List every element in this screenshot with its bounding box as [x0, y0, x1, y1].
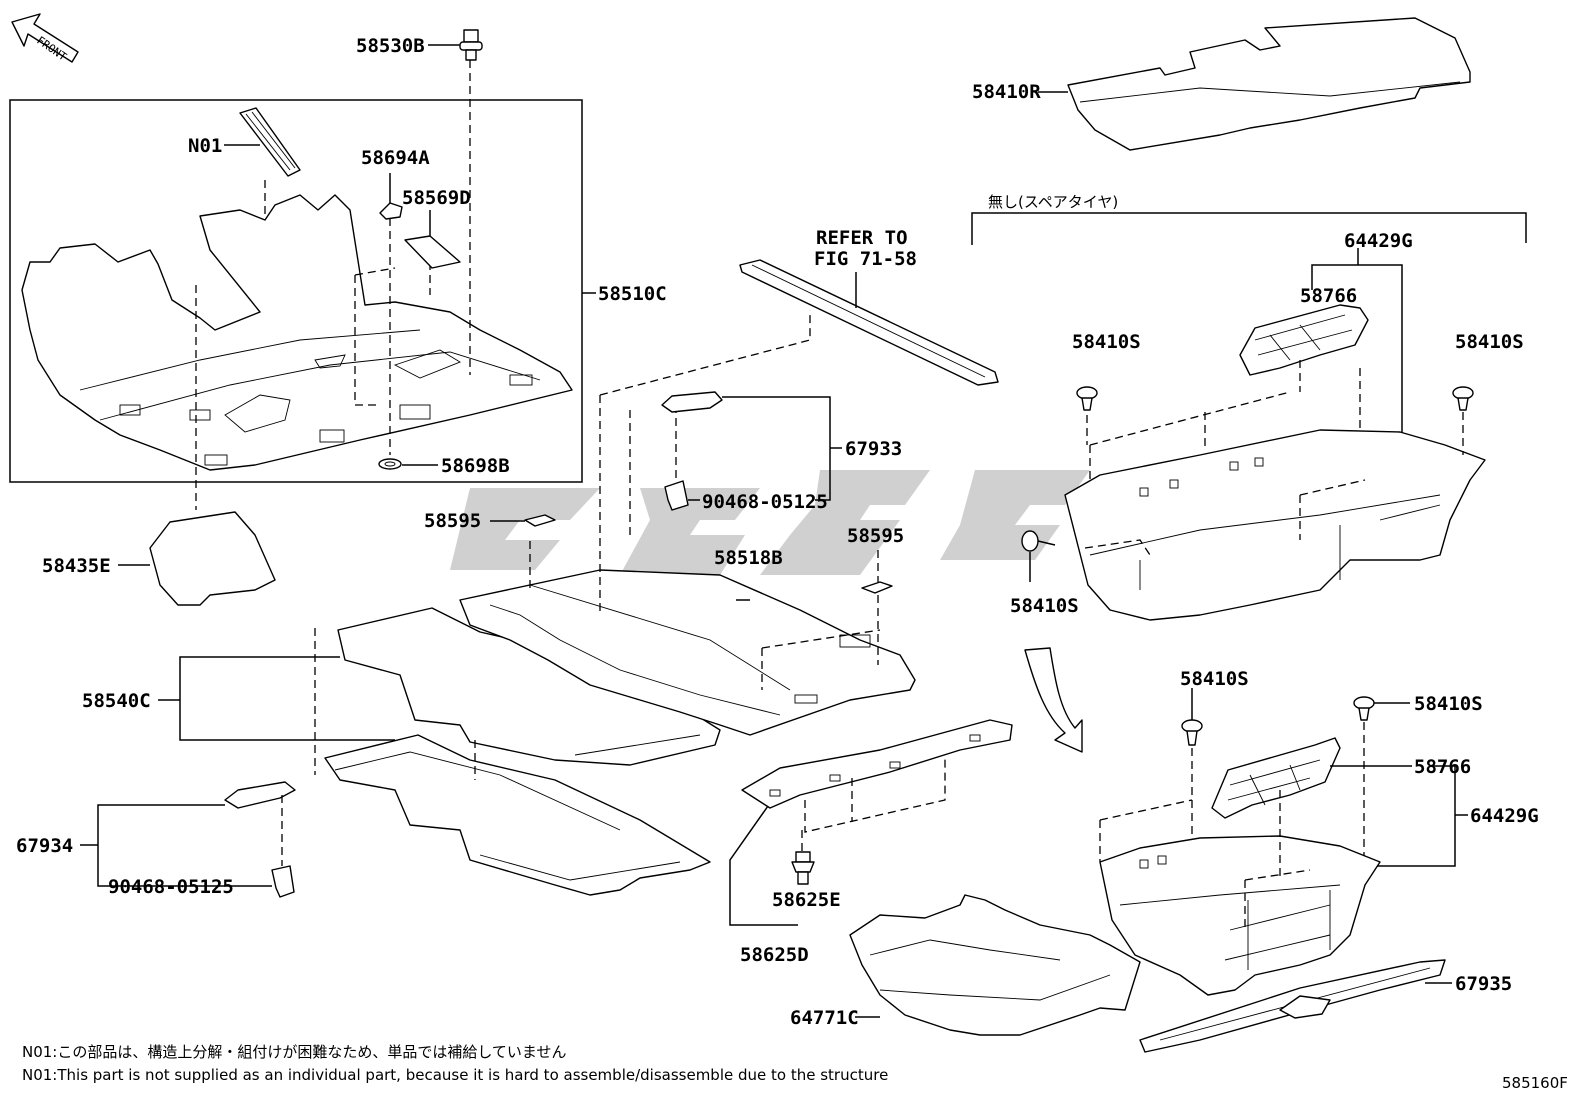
rear-scuff-plate-67935-part [1139, 959, 1446, 1053]
clip-58410s-d-part [1181, 719, 1203, 746]
label-58410s-d: 58410S [1180, 668, 1249, 690]
cover-58766-bottom-part [1211, 737, 1341, 819]
label-58410s-b: 58410S [1455, 331, 1524, 353]
rear-floor-mat-lower-part [324, 734, 711, 896]
curved-arrow-icon [1024, 647, 1083, 753]
clip-58530b-part [459, 29, 483, 61]
clip-58410s-c-part [1021, 530, 1056, 552]
rear-sill-trim-58625d-part [741, 719, 1013, 809]
label-no-spare-tire: 無し(スペアタイヤ) [988, 193, 1118, 211]
front-floor-carpet-part [21, 194, 573, 471]
label-58766-top: 58766 [1300, 285, 1357, 307]
silencer-58435e-part [149, 511, 276, 606]
label-58694a: 58694A [361, 147, 430, 169]
label-58510c: 58510C [598, 283, 667, 305]
note-japanese: N01:この部品は、構造上分解・組付けが困難なため、単品では補給していません [22, 1043, 566, 1061]
bracket-67934-part [224, 781, 296, 809]
label-58766-bottom: 58766 [1414, 756, 1471, 778]
clip-90468-mid-part [664, 480, 689, 511]
label-58698b: 58698B [441, 455, 510, 477]
label-58625e: 58625E [772, 889, 841, 911]
bracket-67933-part [661, 391, 723, 413]
label-67934: 67934 [16, 835, 73, 857]
label-fig-71-58: FIG 71-58 [814, 248, 917, 270]
luggage-tray-lower-part [1099, 835, 1381, 996]
floor-carpet-group-box [9, 99, 583, 483]
label-67933: 67933 [845, 438, 902, 460]
scuff-plate-strip-part [739, 259, 999, 386]
note-english: N01:This part is not supplied as an indi… [22, 1066, 888, 1084]
label-64771c: 64771C [790, 1007, 859, 1029]
label-64429g-top: 64429G [1344, 230, 1413, 252]
clip-58410s-b-part [1452, 386, 1474, 411]
label-58569d: 58569D [402, 187, 471, 209]
pad-58595-left-part [524, 514, 556, 527]
label-58540c: 58540C [82, 690, 151, 712]
deck-board-58410r-part [1067, 17, 1471, 151]
pad-58595-right-part [861, 581, 893, 594]
spare-tire-tray-64771c-part [849, 894, 1141, 1036]
rear-deck-floor-part [459, 569, 916, 736]
label-64429g-bottom: 64429G [1470, 805, 1539, 827]
pedal-pad-part [239, 107, 301, 177]
label-58410s-e: 58410S [1414, 693, 1483, 715]
label-58410r: 58410R [972, 81, 1041, 103]
label-refer-to: REFER TO [816, 227, 908, 249]
label-58410s-c: 58410S [1010, 595, 1079, 617]
label-67935: 67935 [1455, 973, 1512, 995]
label-n01: N01 [188, 135, 222, 157]
label-58595-right: 58595 [847, 525, 904, 547]
watermark-logo [450, 470, 1090, 600]
label-90468-mid: 90468-05125 [702, 491, 828, 513]
label-58530b: 58530B [356, 35, 425, 57]
label-90468-left: 90468-05125 [108, 876, 234, 898]
clip-58625e-part [791, 851, 815, 885]
grommet-58698b-part [378, 458, 402, 470]
clip-90468-left-part [271, 865, 295, 898]
label-58435e: 58435E [42, 555, 111, 577]
clip-58410s-a-part [1076, 386, 1098, 411]
clip-58694a-part [379, 202, 403, 220]
pad-58569d-part [404, 235, 461, 269]
clip-58410s-e-part [1353, 696, 1375, 721]
label-58410s-a: 58410S [1072, 331, 1141, 353]
figure-id: 585160F [1502, 1074, 1568, 1092]
front-arrow-icon: FRONT [11, 13, 79, 64]
label-58625d: 58625D [740, 944, 809, 966]
cover-58766-top-part [1239, 304, 1369, 376]
label-58595-left: 58595 [424, 510, 481, 532]
luggage-tray-upper-part [1064, 429, 1486, 621]
label-58518b: 58518B [714, 547, 783, 569]
